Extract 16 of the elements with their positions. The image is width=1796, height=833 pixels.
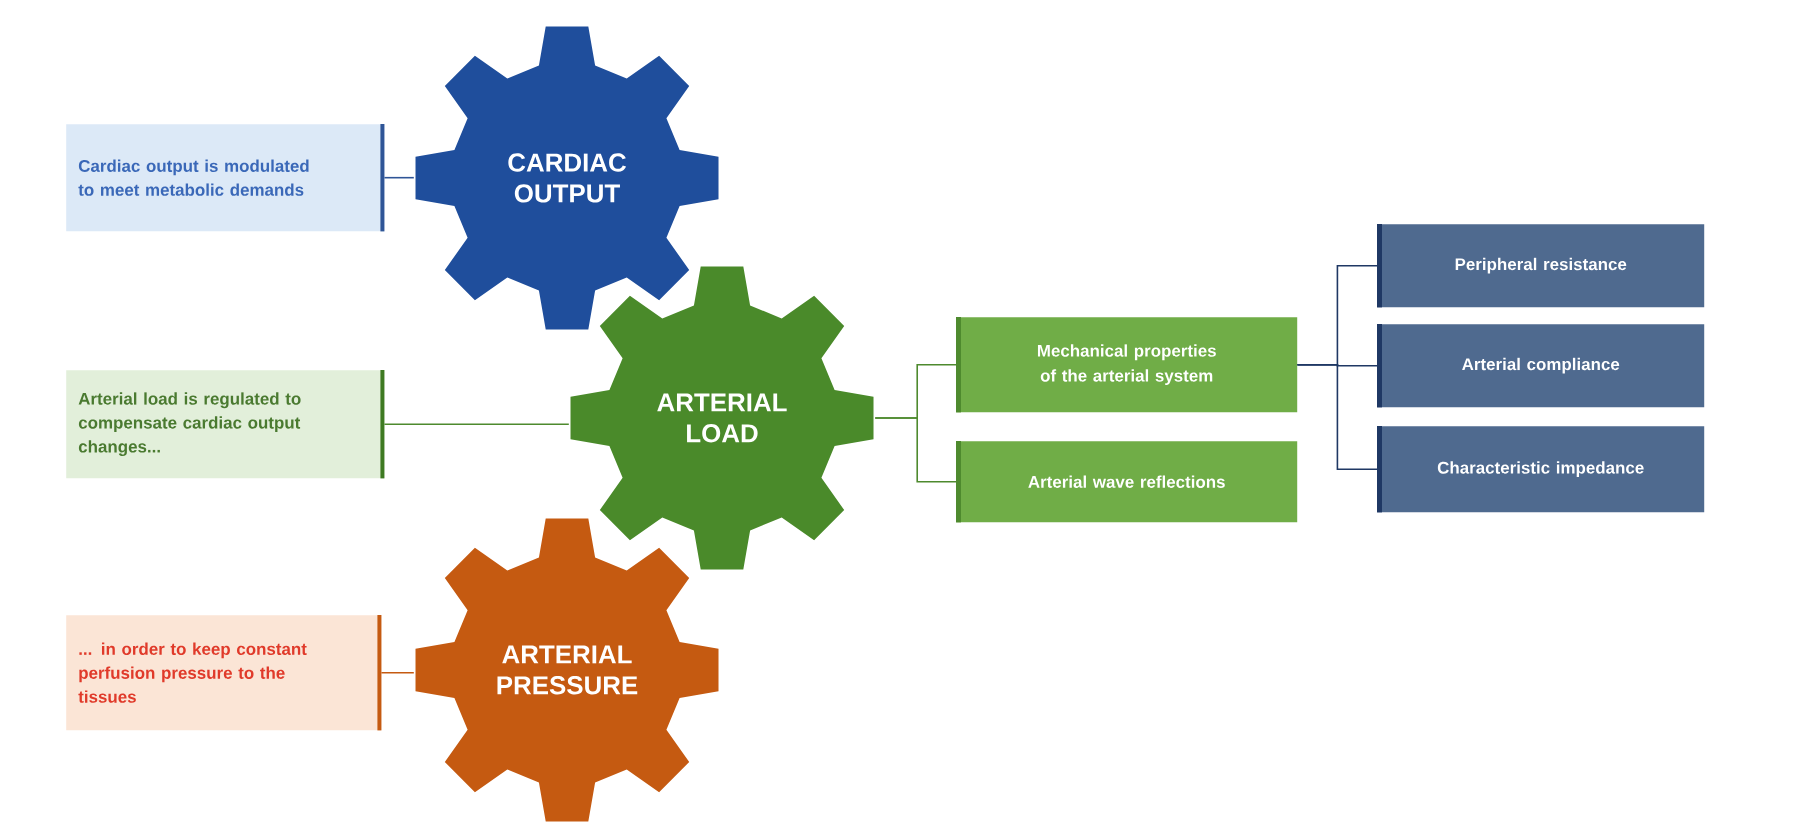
gear: CARDIAC OUTPUT (415, 26, 719, 330)
process-box: Peripheral resistance (1377, 224, 1705, 308)
process-box: Characteristic impedance (1377, 426, 1705, 513)
connector (380, 671, 415, 674)
note-box: ... in order to keep constant perfusion pressure to the tissues (66, 615, 382, 731)
connector (383, 176, 415, 179)
connector (1296, 363, 1378, 470)
note-box: Cardiac output is modulated to meet metabolic demands (66, 124, 385, 232)
gear: ARTERIAL LOAD (570, 266, 874, 570)
process-box: Mechanical properties of the arterial system (956, 317, 1298, 413)
process-box: Arterial compliance (1377, 324, 1705, 408)
gear: ARTERIAL PRESSURE (415, 518, 719, 822)
note-box: Arterial load is regulated to compensate cardiac output changes... (66, 370, 385, 479)
process-box: Arterial wave reflections (956, 441, 1298, 523)
connector (383, 423, 570, 425)
connector (874, 417, 957, 483)
